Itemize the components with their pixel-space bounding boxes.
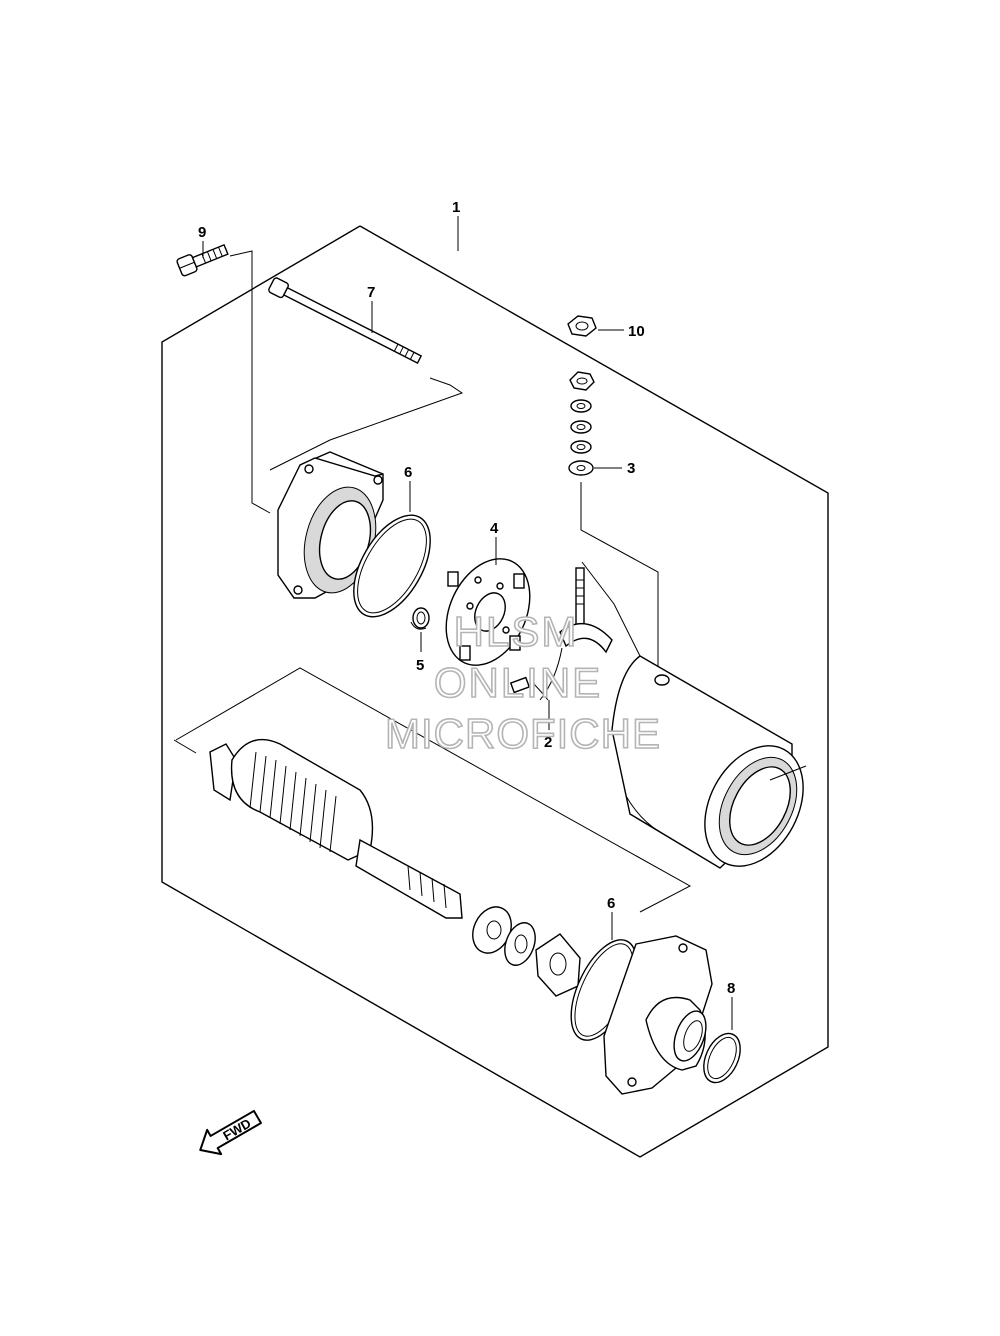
watermark-line-1: HLSM <box>454 608 579 655</box>
callout-7[interactable]: 7 <box>367 284 375 301</box>
brush-set-2[interactable] <box>509 567 613 701</box>
o-ring-8[interactable] <box>697 1028 748 1089</box>
callout-5[interactable]: 5 <box>416 657 424 674</box>
through-bolt-7[interactable] <box>268 277 423 367</box>
lock-plate[interactable] <box>535 933 581 997</box>
nut-10[interactable] <box>567 315 597 337</box>
callout-2[interactable]: 2 <box>544 734 552 751</box>
callout-9[interactable]: 9 <box>198 224 206 241</box>
bolt-9[interactable] <box>176 241 229 277</box>
washer-set-3[interactable] <box>568 371 595 476</box>
callout-8[interactable]: 8 <box>727 980 735 997</box>
assembly-outline <box>161 216 829 1158</box>
callout-6-lower[interactable]: 6 <box>607 895 615 912</box>
brush-holder-4[interactable] <box>430 545 546 679</box>
armature[interactable] <box>209 738 463 919</box>
watermark: HLSM ONLINE MICROFICHE <box>384 607 661 758</box>
callout-1[interactable]: 1 <box>452 199 460 216</box>
callout-6-upper[interactable]: 6 <box>404 464 412 481</box>
yoke-housing[interactable] <box>611 655 823 883</box>
o-ring-6-upper[interactable] <box>338 503 446 630</box>
fwd-arrow-icon: FWD <box>199 1109 262 1156</box>
callout-10[interactable]: 10 <box>628 323 645 340</box>
watermark-line-2: ONLINE <box>434 659 602 706</box>
watermark-line-3: MICROFICHE <box>385 710 661 757</box>
rear-housing[interactable] <box>277 451 387 601</box>
front-housing[interactable] <box>603 935 713 1095</box>
callout-4[interactable]: 4 <box>490 520 499 537</box>
brush-spring-5[interactable] <box>410 607 430 630</box>
callout-3[interactable]: 3 <box>627 460 635 477</box>
thrust-washers[interactable] <box>466 901 541 970</box>
